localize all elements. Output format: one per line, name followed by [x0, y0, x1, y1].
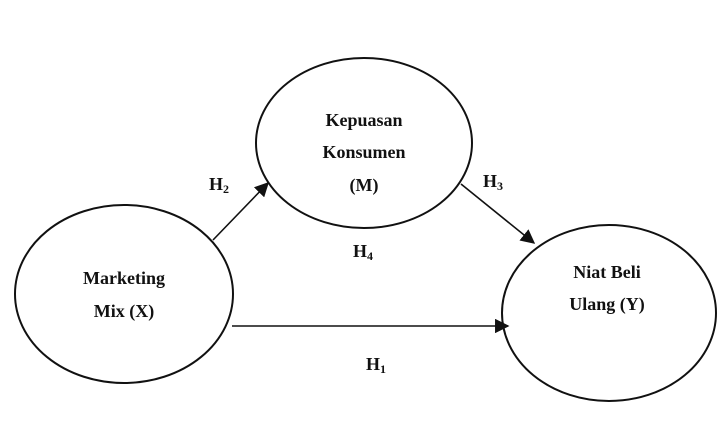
dependent-node-label: Niat Beli Ulang (Y) [569, 262, 645, 315]
mediator-line-3: (M) [350, 175, 379, 196]
hypothesis-h3-label: H3 [483, 171, 503, 193]
mediator-node-label: Kepuasan Konsumen (M) [322, 110, 405, 196]
hypothesis-h1-label: H1 [366, 354, 386, 376]
arrow-m-to-y [460, 183, 536, 244]
dependent-line-2: Ulang (Y) [569, 294, 645, 315]
independent-line-2: Mix (X) [94, 301, 154, 322]
dependent-node-ellipse [501, 224, 717, 402]
hypothesis-h2-label: H2 [209, 174, 229, 196]
dependent-line-1: Niat Beli [573, 262, 641, 282]
mediator-line-2: Konsumen [322, 142, 405, 162]
mediator-node-ellipse [255, 57, 473, 229]
arrow-x-to-m [212, 181, 269, 241]
independent-node-ellipse [14, 204, 234, 384]
mediator-line-1: Kepuasan [325, 110, 402, 130]
independent-node-label: Marketing Mix (X) [83, 268, 165, 322]
independent-line-1: Marketing [83, 268, 165, 288]
hypothesis-h4-label: H4 [353, 241, 373, 263]
